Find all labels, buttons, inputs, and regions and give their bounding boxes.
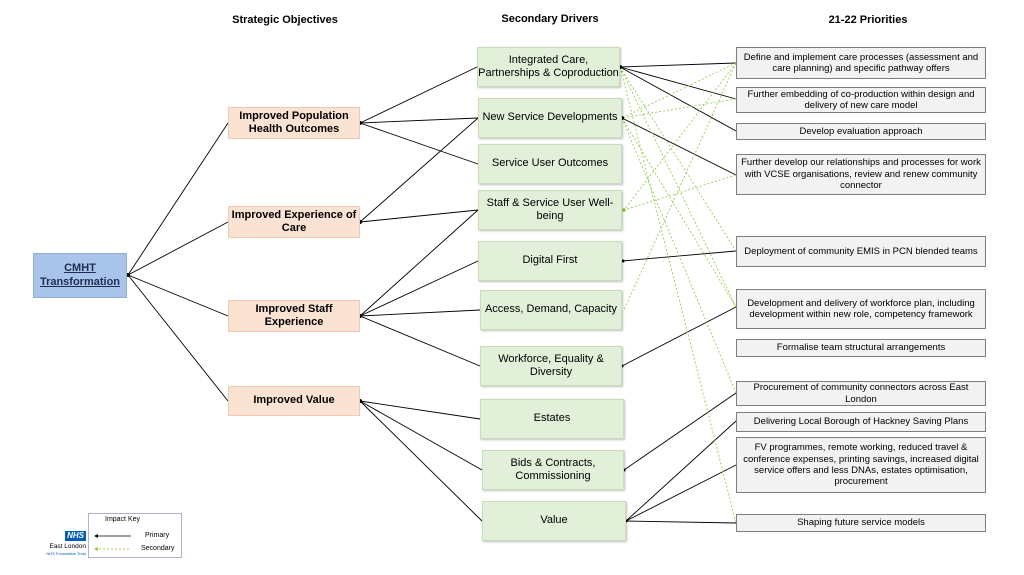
- priority-workforce-plan: Development and delivery of workforce pl…: [736, 289, 986, 329]
- header-secondary-drivers: Secondary Drivers: [501, 13, 599, 25]
- priority-vcse: Further develop our relationships and pr…: [736, 154, 986, 195]
- driver-digital-first: Digital First: [478, 241, 622, 281]
- priority-future-models: Shaping future service models: [736, 514, 986, 532]
- primary-arrow-icon: [94, 534, 98, 538]
- priority-coproduction: Further embedding of co-production withi…: [736, 87, 986, 113]
- driver-access-demand-capacity: Access, Demand, Capacity: [480, 290, 622, 330]
- priority-community-connectors: Procurement of community connectors acro…: [736, 381, 986, 406]
- nhs-badge: NHS: [65, 531, 86, 541]
- driver-bids-contracts: Bids & Contracts, Commissioning: [482, 450, 624, 490]
- key-lines: [94, 534, 131, 551]
- key-secondary-label: Secondary: [141, 545, 175, 552]
- header-strategic-objectives: Strategic Objectives: [232, 14, 338, 26]
- primary-links: [127, 62, 737, 524]
- priority-evaluation: Develop evaluation approach: [736, 123, 986, 140]
- priority-hackney-savings: Delivering Local Borough of Hackney Savi…: [736, 412, 986, 432]
- driver-integrated-care: Integrated Care, Partnerships & Coproduc…: [477, 47, 620, 87]
- root-box: CMHT Transformation: [33, 253, 127, 298]
- driver-new-service-developments: New Service Developments: [478, 98, 622, 138]
- driver-service-user-outcomes: Service User Outcomes: [478, 144, 622, 184]
- priority-emis: Deployment of community EMIS in PCN blen…: [736, 236, 986, 267]
- objective-experience-of-care: Improved Experience of Care: [228, 206, 360, 238]
- impact-key-title: Impact Key: [105, 516, 141, 523]
- objective-population-health: Improved Population Health Outcomes: [228, 107, 360, 139]
- secondary-links: [619, 62, 737, 524]
- driver-staff-wellbeing: Staff & Service User Well-being: [478, 190, 622, 230]
- driver-value: Value: [482, 501, 626, 541]
- header-priorities: 21-22 Priorities: [828, 14, 908, 26]
- driver-workforce-equality: Workforce, Equality & Diversity: [480, 346, 622, 386]
- impact-key: Impact Key Primary Secondary: [88, 513, 182, 558]
- priority-team-structure: Formalise team structural arrangements: [736, 339, 986, 357]
- logo-org-name: East London: [49, 543, 86, 550]
- driver-estates: Estates: [480, 399, 624, 439]
- priority-fv-programmes: FV programmes, remote working, reduced t…: [736, 437, 986, 493]
- logo-trust-name: NHS Foundation Trust: [46, 551, 86, 556]
- nhs-logo: NHS East London NHS Foundation Trust: [38, 531, 86, 557]
- secondary-arrow-icon: [94, 547, 98, 551]
- objective-value: Improved Value: [228, 386, 360, 416]
- priority-care-processes: Define and implement care processes (ass…: [736, 47, 986, 79]
- key-primary-label: Primary: [145, 532, 170, 539]
- objective-staff-experience: Improved Staff Experience: [228, 300, 360, 332]
